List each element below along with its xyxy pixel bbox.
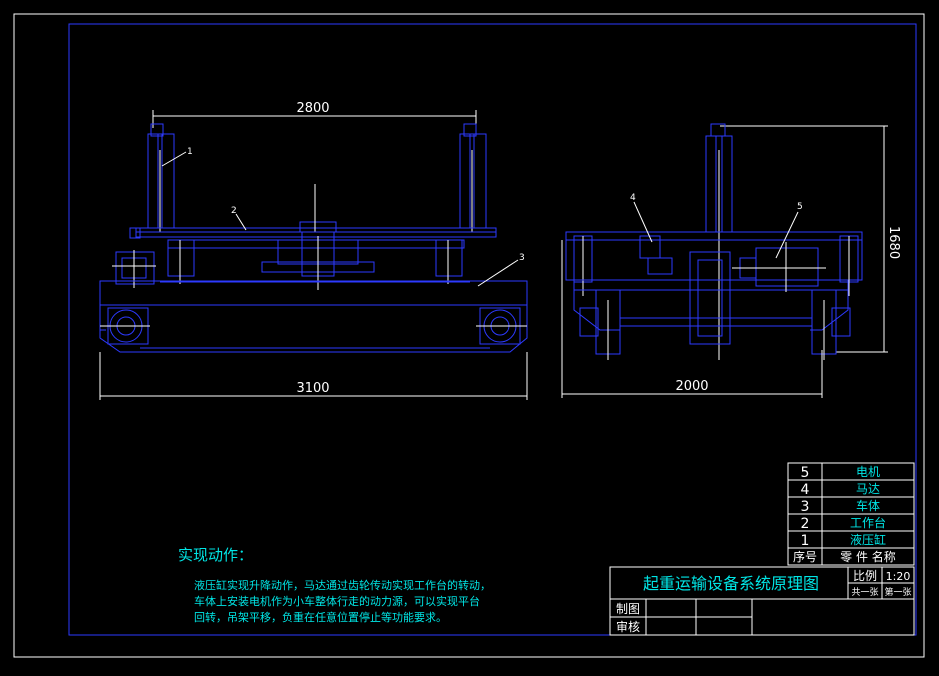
dim-top-width: 2800 (296, 101, 329, 116)
notes-line: 回转，吊架平移，负重在任意位置停止等功能要求。 (194, 610, 447, 624)
callout-5: 5 (797, 202, 803, 212)
callout-3: 3 (519, 253, 525, 263)
part-row-name: 液压缸 (850, 532, 886, 547)
part-row-name: 车体 (856, 498, 880, 513)
callout-4: 4 (630, 193, 636, 203)
notes-line: 液压缸实现升降动作，马达通过齿轮传动实现工作台的转动， (194, 578, 491, 592)
parts-table: 5 电机 4 马达 3 车体 2 工作台 1 液压缸 序号 零 件 名称 (787, 462, 915, 566)
notes: 实现动作： 液压缸实现升降动作，马达通过齿轮传动实现工作台的转动， 车体上安装电… (178, 546, 491, 624)
sheet-no: 第一张 (884, 586, 911, 598)
front-view: 2800 (99, 101, 528, 400)
part-row-no: 2 (801, 516, 810, 532)
dim-bottom-width: 3100 (296, 381, 329, 396)
drawing-title: 起重运输设备系统原理图 (643, 574, 819, 593)
dim-side-width: 2000 (675, 379, 708, 394)
callout-1: 1 (187, 147, 193, 157)
sheets-total: 共一张 (851, 587, 878, 598)
header-no: 序号 (793, 549, 817, 564)
part-row-no: 1 (801, 533, 810, 549)
part-row-name: 工作台 (850, 515, 886, 530)
part-row-name: 马达 (856, 482, 880, 496)
dim-side-height: 1680 (886, 226, 901, 259)
side-view: 1680 (561, 123, 901, 398)
scale-value: 1:20 (886, 570, 911, 583)
drawn-by-label: 制图 (616, 602, 640, 616)
notes-heading: 实现动作： (178, 546, 253, 564)
part-row-no: 5 (801, 465, 810, 481)
part-row-no: 4 (801, 482, 810, 498)
inner-border (68, 23, 917, 636)
outer-border (13, 13, 925, 658)
header-name: 零 件 名称 (840, 549, 896, 564)
checked-by-label: 审核 (616, 619, 640, 634)
callout-2: 2 (231, 206, 237, 216)
part-row-name: 电机 (856, 465, 880, 479)
scale-label: 比例 (853, 569, 877, 583)
title-block: 起重运输设备系统原理图 比例 1:20 共一张 第一张 制图 审核 (609, 566, 915, 636)
part-row-no: 3 (801, 499, 810, 515)
notes-line: 车体上安装电机作为小车整体行走的动力源，可以实现平台 (194, 594, 480, 608)
